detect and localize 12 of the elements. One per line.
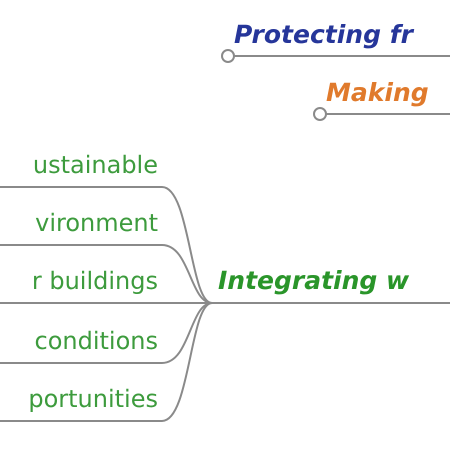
topic-label: Making (325, 78, 429, 108)
topic-label: r buildings (30, 266, 159, 296)
topic-label: Integrating w (217, 266, 410, 296)
topic-label: ustainable (32, 150, 159, 180)
connector-line (162, 244, 212, 304)
topic-label: vironment (34, 208, 159, 238)
connector-line (162, 302, 212, 422)
topic-label: portunities (27, 384, 159, 414)
topic-label: Protecting fr (233, 20, 413, 50)
topic-label: conditions (34, 326, 159, 356)
connector-line (162, 186, 212, 304)
connector-line (162, 302, 212, 364)
